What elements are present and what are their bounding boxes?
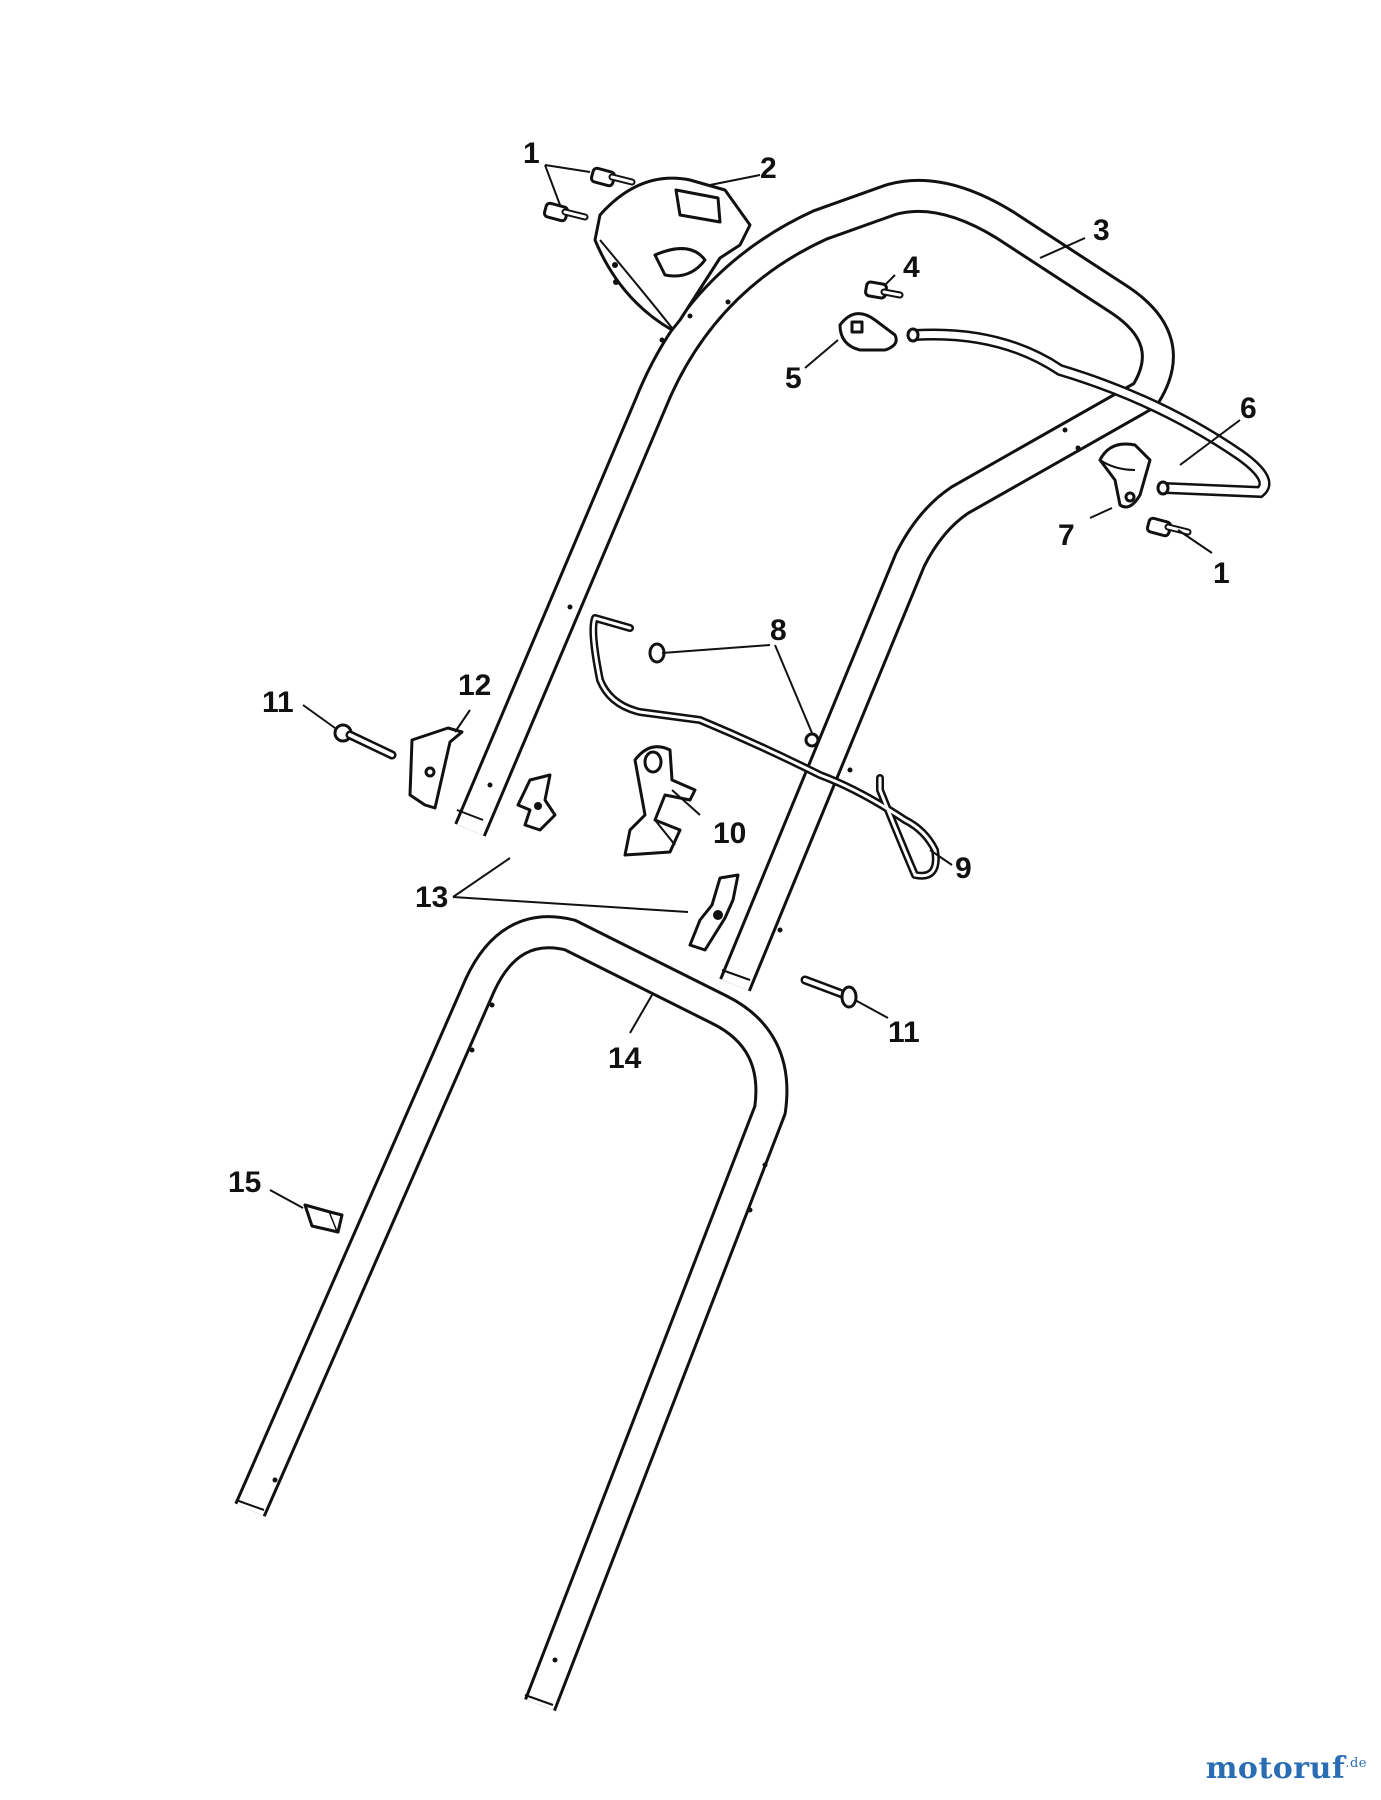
upper-handle-part-3	[454, 178, 1175, 992]
cover-part-2	[593, 176, 752, 332]
label-part-12: 12	[458, 669, 491, 702]
watermark-suffix: .de	[1345, 1756, 1367, 1771]
part-labels: 1 2 3 4 5 6 7 1 8 11 12 10 9 13 11 14 15	[228, 137, 1257, 1199]
label-part-15: 15	[228, 1166, 261, 1199]
label-part-2: 2	[760, 152, 777, 185]
cable-guide-part-10	[623, 745, 697, 857]
lower-handle-part-14	[234, 915, 789, 1712]
label-part-13: 13	[415, 881, 448, 914]
label-part-1-right: 1	[1213, 557, 1230, 590]
screw-part-4	[864, 280, 904, 300]
wing-nut-part-13-b	[688, 873, 740, 952]
screw-part-1-top-b	[542, 201, 589, 223]
label-part-7: 7	[1058, 519, 1075, 552]
label-part-1-top: 1	[523, 137, 540, 170]
label-part-11-right: 11	[888, 1016, 920, 1049]
bracket-part-12	[408, 726, 464, 810]
label-part-10: 10	[713, 817, 746, 850]
nut-part-15	[303, 1203, 344, 1234]
label-part-6: 6	[1240, 392, 1257, 425]
wing-nut-part-13-a	[516, 773, 557, 832]
clip-part-5	[838, 312, 898, 352]
watermark-text: motoruf	[1205, 1751, 1346, 1786]
label-part-14: 14	[608, 1042, 642, 1075]
watermark-logo: motoruf.de	[1206, 1751, 1367, 1786]
label-part-11-left: 11	[262, 686, 294, 719]
label-part-9: 9	[955, 852, 972, 885]
cable-part-6	[906, 327, 1271, 499]
clip-part-7	[1098, 442, 1152, 509]
screw-part-1-top-a	[589, 166, 636, 188]
bolt-part-11-right	[800, 975, 858, 1009]
label-part-3: 3	[1093, 214, 1110, 247]
label-part-4: 4	[903, 251, 920, 284]
label-part-5: 5	[785, 362, 802, 395]
label-part-8: 8	[770, 614, 787, 647]
leader-lines	[269, 164, 1241, 1209]
bail-wire-part-9	[589, 614, 940, 880]
ring-part-8	[648, 642, 820, 748]
bolt-part-11-left	[333, 723, 397, 760]
screw-part-1-right	[1145, 516, 1192, 538]
